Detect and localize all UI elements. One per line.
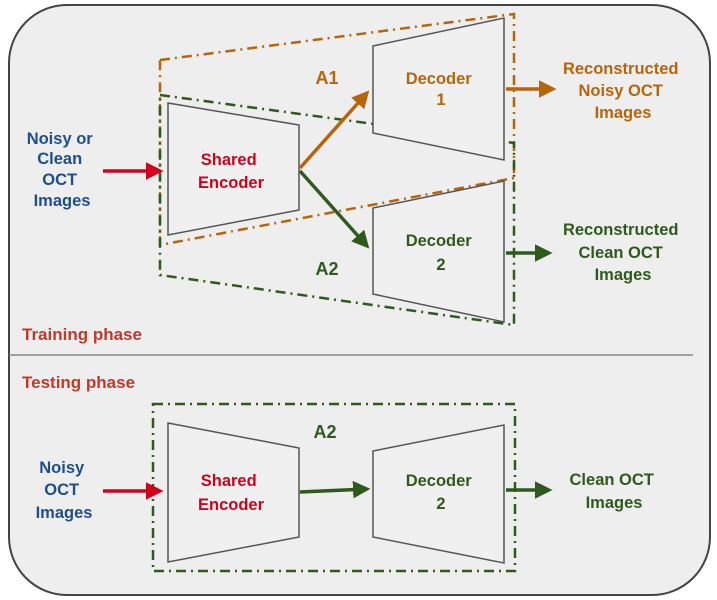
training-decoder2-shape [372,180,505,323]
testing-decoder-shape [372,424,505,564]
testing-region-a2-label: A2 [313,422,336,442]
testing-encoder-to-decoder-arrow [299,480,371,499]
testing-output-label: Clean OCT Images [570,471,659,512]
encoder-to-decoder1-arrow [298,90,370,170]
training-encoder-label: Shared Encoder [198,151,265,192]
region-a2-label: A2 [315,259,338,279]
output2-label: Reconstructed Clean OCT Images [563,221,683,284]
testing-input-label: Noisy OCT Images [36,459,93,522]
encoder-to-decoder2-arrow [298,169,370,249]
training-encoder-shape [167,102,300,236]
decoder1-label: Decoder 1 [406,70,477,109]
training-phase-label: Training phase [22,325,142,344]
region-a1-label: A1 [315,68,338,88]
decoder2-label: Decoder 2 [406,232,477,274]
training-decoder1-shape [372,17,505,161]
testing-encoder-label: Shared Encoder [198,472,265,514]
testing-encoder-shape [167,422,300,563]
testing-phase-label: Testing phase [22,373,135,392]
output1-label: Reconstructed Noisy OCT Images [563,60,683,122]
testing-decoder-label: Decoder 2 [406,472,477,513]
training-input-label: Noisy or Clean OCT Images [27,130,98,210]
